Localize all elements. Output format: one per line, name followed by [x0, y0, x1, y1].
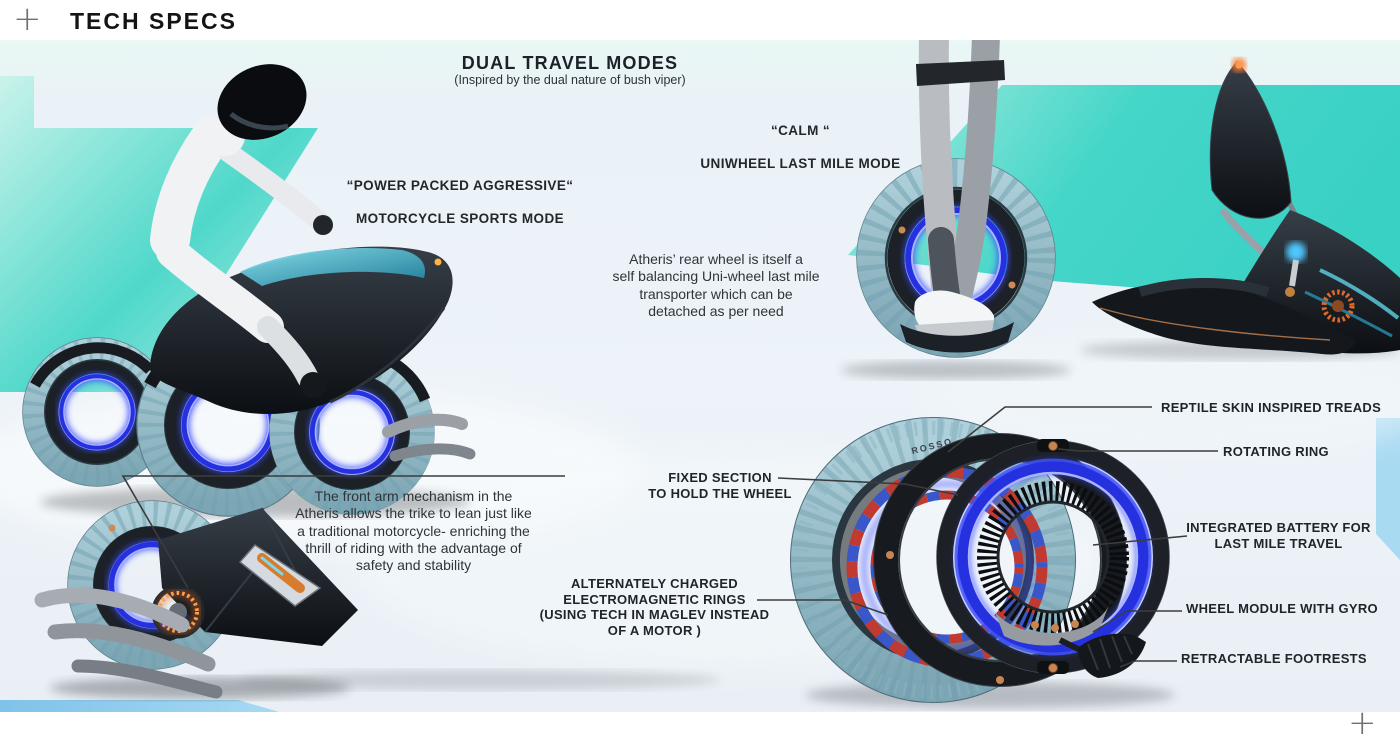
artboard: ROSSO	[0, 40, 1400, 712]
callout-leader-lines	[121, 406, 1218, 668]
callout-treads: REPTILE SKIN INSPIRED TREADS	[1161, 400, 1382, 415]
motorcycle-sport-illustration	[22, 64, 476, 517]
leader-electromagnetic	[757, 599, 889, 616]
page-title: TECH SPECS	[70, 8, 237, 34]
exploded-wheel-illustration: ROSSO	[790, 417, 1170, 703]
calm-vehicle-illustration	[1092, 58, 1400, 355]
leader-battery	[1092, 535, 1188, 546]
sport-mode-name: MOTORCYCLE SPORTS MODE	[355, 211, 565, 227]
callout-battery: INTEGRATED BATTERY FOR LAST MILE TRAVEL	[1186, 520, 1371, 551]
callout-electromagnetic: ALTERNATELY CHARGED ELECTROMAGNETIC RING…	[539, 576, 770, 638]
plus-icon-top-left: +	[13, 0, 42, 39]
front-arm-note: The front arm mechanism in the Atheris a…	[295, 488, 532, 574]
callout-gyro: WHEEL MODULE WITH GYRO	[1186, 601, 1378, 616]
callout-fixed-section: FIXED SECTION TO HOLD THE WHEEL	[648, 470, 792, 501]
calm-mode-name: UNIWHEEL LAST MILE MODE	[700, 156, 901, 172]
front-arm-illustration	[34, 500, 358, 699]
calm-mode-label: “CALM “ UNIWHEEL LAST MILE MODE	[688, 107, 913, 173]
illustration-canvas: ROSSO	[0, 40, 1400, 712]
sport-mode-quote: “POWER PACKED AGGRESSIVE“	[346, 178, 574, 194]
leader-footrests	[1119, 660, 1177, 668]
leader-treads	[947, 406, 1152, 453]
leader-gyro	[1092, 610, 1182, 633]
callout-footrests: RETRACTABLE FOOTRESTS	[1181, 651, 1367, 666]
hero-subtitle: (Inspired by the dual nature of bush vip…	[454, 73, 686, 87]
callout-rotating-ring: ROTATING RING	[1223, 444, 1329, 459]
rear-wheel-note: Atheris’ rear wheel is itself a self bal…	[612, 251, 820, 320]
sport-mode-label: “POWER PACKED AGGRESSIVE“ MOTORCYCLE SPO…	[325, 162, 595, 228]
leader-front-arm	[121, 475, 565, 589]
calm-mode-quote: “CALM “	[770, 123, 831, 139]
leader-rotating-ring	[1057, 448, 1218, 452]
plus-icon-bottom-right: +	[1348, 703, 1377, 743]
hero-title: DUAL TRAVEL MODES	[461, 53, 679, 73]
uniwheel-rider-illustration	[856, 40, 1056, 358]
leader-fixed-section	[777, 477, 959, 496]
